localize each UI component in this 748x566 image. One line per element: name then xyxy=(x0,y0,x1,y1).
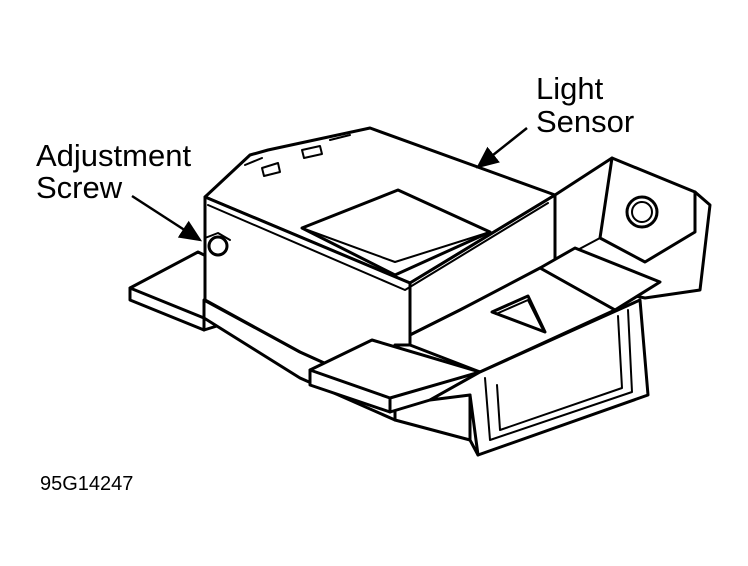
adjustment-screw xyxy=(207,235,229,257)
light-sensor-leader xyxy=(476,127,528,169)
light-sensor-label-line2: Sensor xyxy=(536,104,634,139)
light-sensor-label-line1: Light xyxy=(536,71,604,106)
housing-clip-right xyxy=(301,145,323,159)
triangle-cutout xyxy=(490,294,547,334)
adjustment-screw-label-line1: Adjustment xyxy=(36,138,191,173)
light-sensor-assembly xyxy=(128,126,712,457)
housing-clip-left xyxy=(261,162,281,177)
adjustment-screw-leader xyxy=(131,194,203,242)
figure-code: 95G14247 xyxy=(40,473,133,495)
adjustment-screw-label-line2: Screw xyxy=(36,170,123,205)
